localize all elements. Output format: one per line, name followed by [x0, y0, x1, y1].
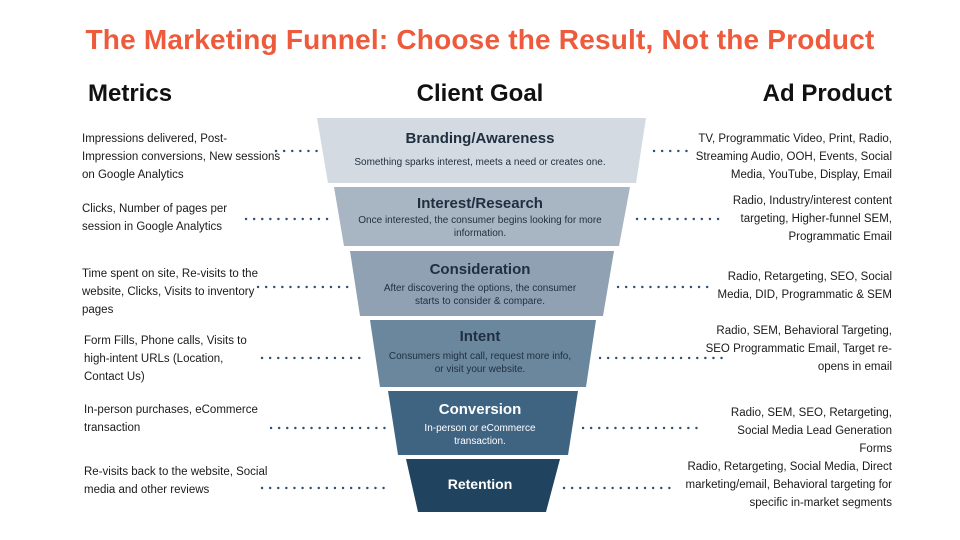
stage-desc-intent: Consumers might call, request more info,… [388, 351, 572, 375]
stage-desc-branding: Something sparks interest, meets a need … [354, 157, 606, 168]
metric-branding: Impressions delivered, Post-Impression c… [82, 133, 281, 181]
stage-desc-interest: Once interested, the consumer begins loo… [358, 215, 602, 239]
product-interest: Radio, Industry/interest content targeti… [732, 195, 892, 243]
stage-title-interest: Interest/Research [417, 195, 543, 212]
metric-intent: Form Fills, Phone calls, Visits to high-… [84, 335, 247, 383]
metric-retention: Re-visits back to the website, Social me… [84, 466, 268, 496]
ad-product-header: Ad Product [762, 80, 892, 107]
funnel-stage-retention [406, 459, 560, 512]
metric-interest: Clicks, Number of pages per session in G… [82, 203, 228, 233]
metrics-header: Metrics [88, 80, 173, 107]
metric-conversion: In-person purchases, eCommerce transacti… [84, 404, 258, 434]
product-consideration: Radio, Retargeting, SEO, Social Media, D… [717, 271, 892, 301]
stage-title-conversion: Conversion [438, 401, 522, 418]
stage-title-retention: Retention [447, 476, 513, 492]
stage-title-consideration: Consideration [429, 261, 531, 278]
funnel-stage-interest [334, 187, 630, 246]
product-intent: Radio, SEM, Behavioral Targeting, SEO Pr… [705, 325, 892, 373]
client-goal-header: Client Goal [416, 80, 544, 107]
product-conversion: Radio, SEM, SEO, Retargeting, Social Med… [730, 407, 892, 455]
stage-title-branding: Branding/Awareness [405, 130, 555, 147]
stage-title-intent: Intent [459, 328, 501, 345]
funnel-stage-conversion [388, 391, 578, 455]
product-branding: TV, Programmatic Video, Print, Radio, St… [695, 133, 892, 181]
product-retention: Radio, Retargeting, Social Media, Direct… [685, 461, 892, 509]
funnel-stage-branding [317, 118, 646, 183]
metric-consideration: Time spent on site, Re-visits to the web… [82, 268, 258, 316]
funnel-stage-intent [370, 320, 596, 387]
stage-desc-conversion: In-person or eCommerce transaction. [424, 423, 536, 447]
stage-desc-consideration: After discovering the options, the consu… [383, 283, 577, 307]
page-title: The Marketing Funnel: Choose the Result,… [85, 24, 875, 55]
funnel-stage-consideration [350, 251, 614, 316]
